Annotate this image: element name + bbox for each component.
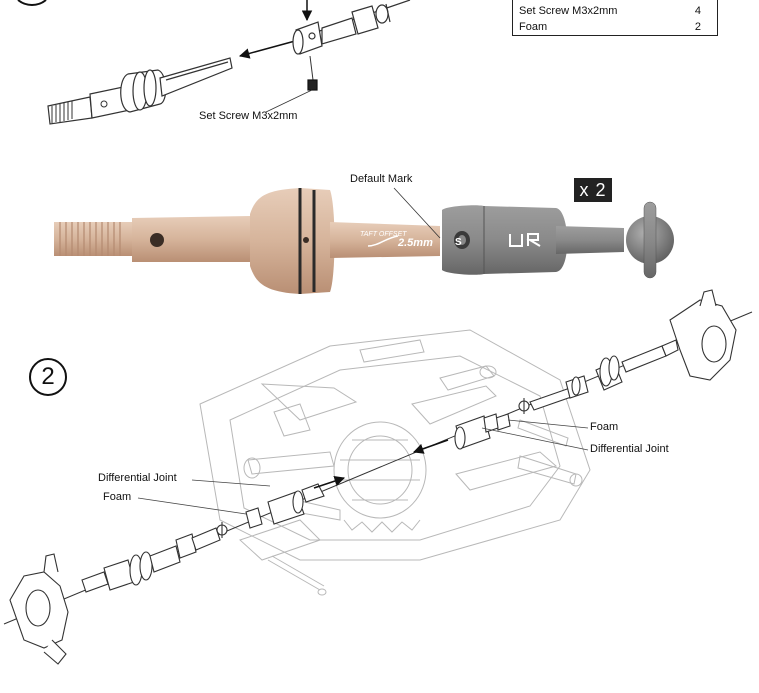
foam-label-left: Foam: [103, 491, 132, 503]
step-number-badge: 2: [29, 358, 67, 396]
brand-logo: [509, 233, 541, 247]
part-name: Set Screw M3x2mm: [519, 5, 618, 17]
axle-tip-part: [47, 57, 233, 125]
parts-table: Set Screw M3x2mm 4 Foam 2: [512, 0, 718, 36]
offset-text: TAFT OFFSET: [360, 231, 407, 238]
parts-row: Set Screw M3x2mm 4: [513, 3, 717, 19]
right-driveshaft: [454, 289, 737, 450]
set-screw-label: Set Screw M3x2mm: [199, 110, 298, 122]
collar-part: [292, 21, 323, 55]
callout-lines: [137, 419, 589, 515]
part-qty: 2: [694, 21, 701, 33]
chassis-assembly: [199, 329, 591, 596]
differential-joint-label-left: Differential Joint: [98, 472, 177, 484]
shaft-rendering: TAFT OFFSET 2.5mm S: [54, 187, 674, 294]
quantity-multiplier-badge: x 2: [574, 178, 612, 202]
default-mark-label: Default Mark: [350, 173, 413, 185]
step-1-circle-partial: [17, 0, 47, 7]
left-driveshaft: [9, 483, 325, 665]
differential-joint-label-right: Differential Joint: [590, 443, 669, 455]
offset-value: 2.5mm: [397, 237, 433, 249]
foam-label-right: Foam: [590, 421, 619, 433]
part-qty: 4: [694, 5, 701, 17]
parts-row: Foam 2: [513, 19, 717, 35]
top-exploded-view: [17, 0, 411, 125]
offset-marker: S: [455, 237, 462, 248]
part-name: Foam: [519, 21, 548, 33]
